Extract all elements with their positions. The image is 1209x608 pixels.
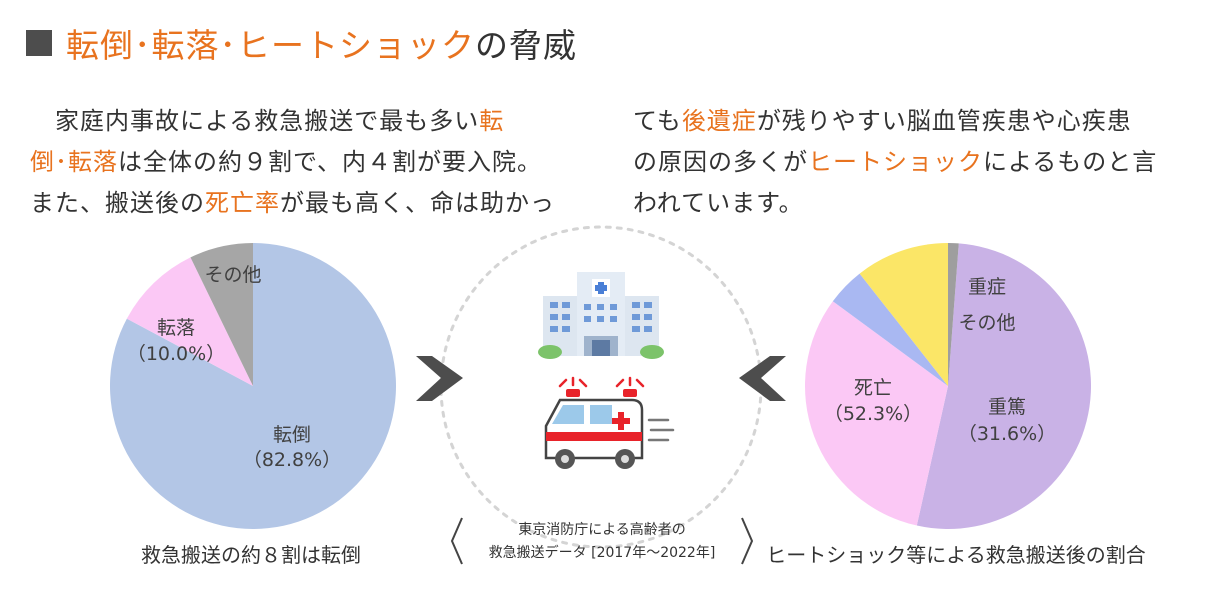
falls-label-other: その他: [204, 264, 261, 286]
body-text: の原因の多くが: [633, 148, 808, 176]
falls-label-tentou: 転倒: [273, 424, 311, 446]
falls-value-tentou: （82.8%）: [243, 449, 341, 471]
paragraph-line: 家庭内事故による救急搬送で最も多い転: [30, 101, 555, 142]
paragraph-left: 家庭内事故による救急搬送で最も多い転倒･転落は全体の約９割で、内４割が要入院。ま…: [30, 101, 555, 224]
heatshock-slice-3: [859, 243, 949, 386]
source-line-2: 救急搬送データ [2017年～2022年]: [489, 544, 716, 561]
heatshock-pie-chart: [805, 243, 1091, 529]
source-bracket-right: [741, 517, 754, 565]
heatshock-caption: ヒートショック等による救急搬送後の割合: [766, 543, 1145, 567]
body-text: ても: [633, 107, 682, 135]
highlight-text: 死亡率: [205, 189, 280, 217]
heatshock-value-death: （52.3%）: [824, 403, 922, 425]
falls-value-tenraku: （10.0%）: [127, 343, 225, 365]
body-text: 家庭内事故による救急搬送で最も多い: [30, 107, 480, 135]
heatshock-label-serious: 重症: [968, 276, 1006, 298]
paragraph-line: われています。: [633, 183, 1157, 224]
heading-accent-text: 転倒･転落･ヒートショック: [66, 26, 475, 65]
body-text: は全体の約９割で、内４割が要入院。: [118, 148, 543, 176]
paragraph-line: の原因の多くがヒートショックによるものと言: [633, 142, 1157, 183]
paragraph-line: ても後遺症が残りやすい脳血管疾患や心疾患: [633, 101, 1157, 142]
paragraph-right: ても後遺症が残りやすい脳血管疾患や心疾患の原因の多くがヒートショックによるものと…: [633, 101, 1157, 224]
highlight-text: 倒･転落: [30, 148, 118, 176]
body-text: が残りやすい脳血管疾患や心疾患: [756, 107, 1132, 135]
falls-slice-2: [190, 243, 253, 386]
heatshock-label-serious-other: その他: [958, 312, 1015, 334]
heatshock-slice-2: [832, 273, 948, 386]
section-heading: 転倒･転落･ヒートショック の脅威: [26, 18, 577, 68]
falls-slice-1: [126, 257, 253, 386]
falls-pie-chart: [109, 243, 396, 529]
arrow-right-icon: [416, 356, 463, 401]
heatshock-value-critical: （31.6%）: [958, 423, 1056, 445]
falls-slice-0: [109, 243, 396, 529]
heatshock-label-critical: 重篤: [988, 396, 1026, 418]
body-text: が最も高く、命は助かっ: [280, 189, 555, 217]
falls-pie-labels: 転倒 （82.8%） 転落 （10.0%） その他: [127, 264, 341, 471]
source-line-1: 東京消防庁による高齢者の: [518, 521, 686, 538]
heatshock-pie-labels: 死亡 （52.3%） 重篤 （31.6%） 重症 その他: [824, 276, 1056, 445]
source-bracket-left: [450, 517, 463, 565]
body-text: われています。: [633, 189, 804, 217]
heatshock-slice-1: [805, 301, 948, 526]
body-text: によるものと言: [983, 148, 1158, 176]
arrow-left-icon: [739, 356, 786, 401]
highlight-text: 転: [479, 107, 505, 135]
heatshock-slice-4: [948, 243, 959, 386]
highlight-text: 後遺症: [681, 107, 757, 135]
body-text: また、搬送後の: [30, 189, 205, 217]
paragraph-line: また、搬送後の死亡率が最も高く、命は助かっ: [30, 183, 555, 224]
hospital-icon: [538, 272, 664, 359]
heatshock-label-death: 死亡: [854, 377, 892, 399]
falls-caption: 救急搬送の約８割は転倒: [141, 543, 361, 567]
falls-label-tenraku: 転落: [157, 317, 195, 339]
heading-dark-text: の脅威: [475, 26, 577, 65]
heading-square-icon: [26, 30, 52, 56]
highlight-text: ヒートショック: [808, 148, 983, 176]
ambulance-icon: [544, 376, 675, 469]
heatshock-slice-0: [916, 243, 1091, 529]
paragraph-line: 倒･転落は全体の約９割で、内４割が要入院。: [30, 142, 555, 183]
